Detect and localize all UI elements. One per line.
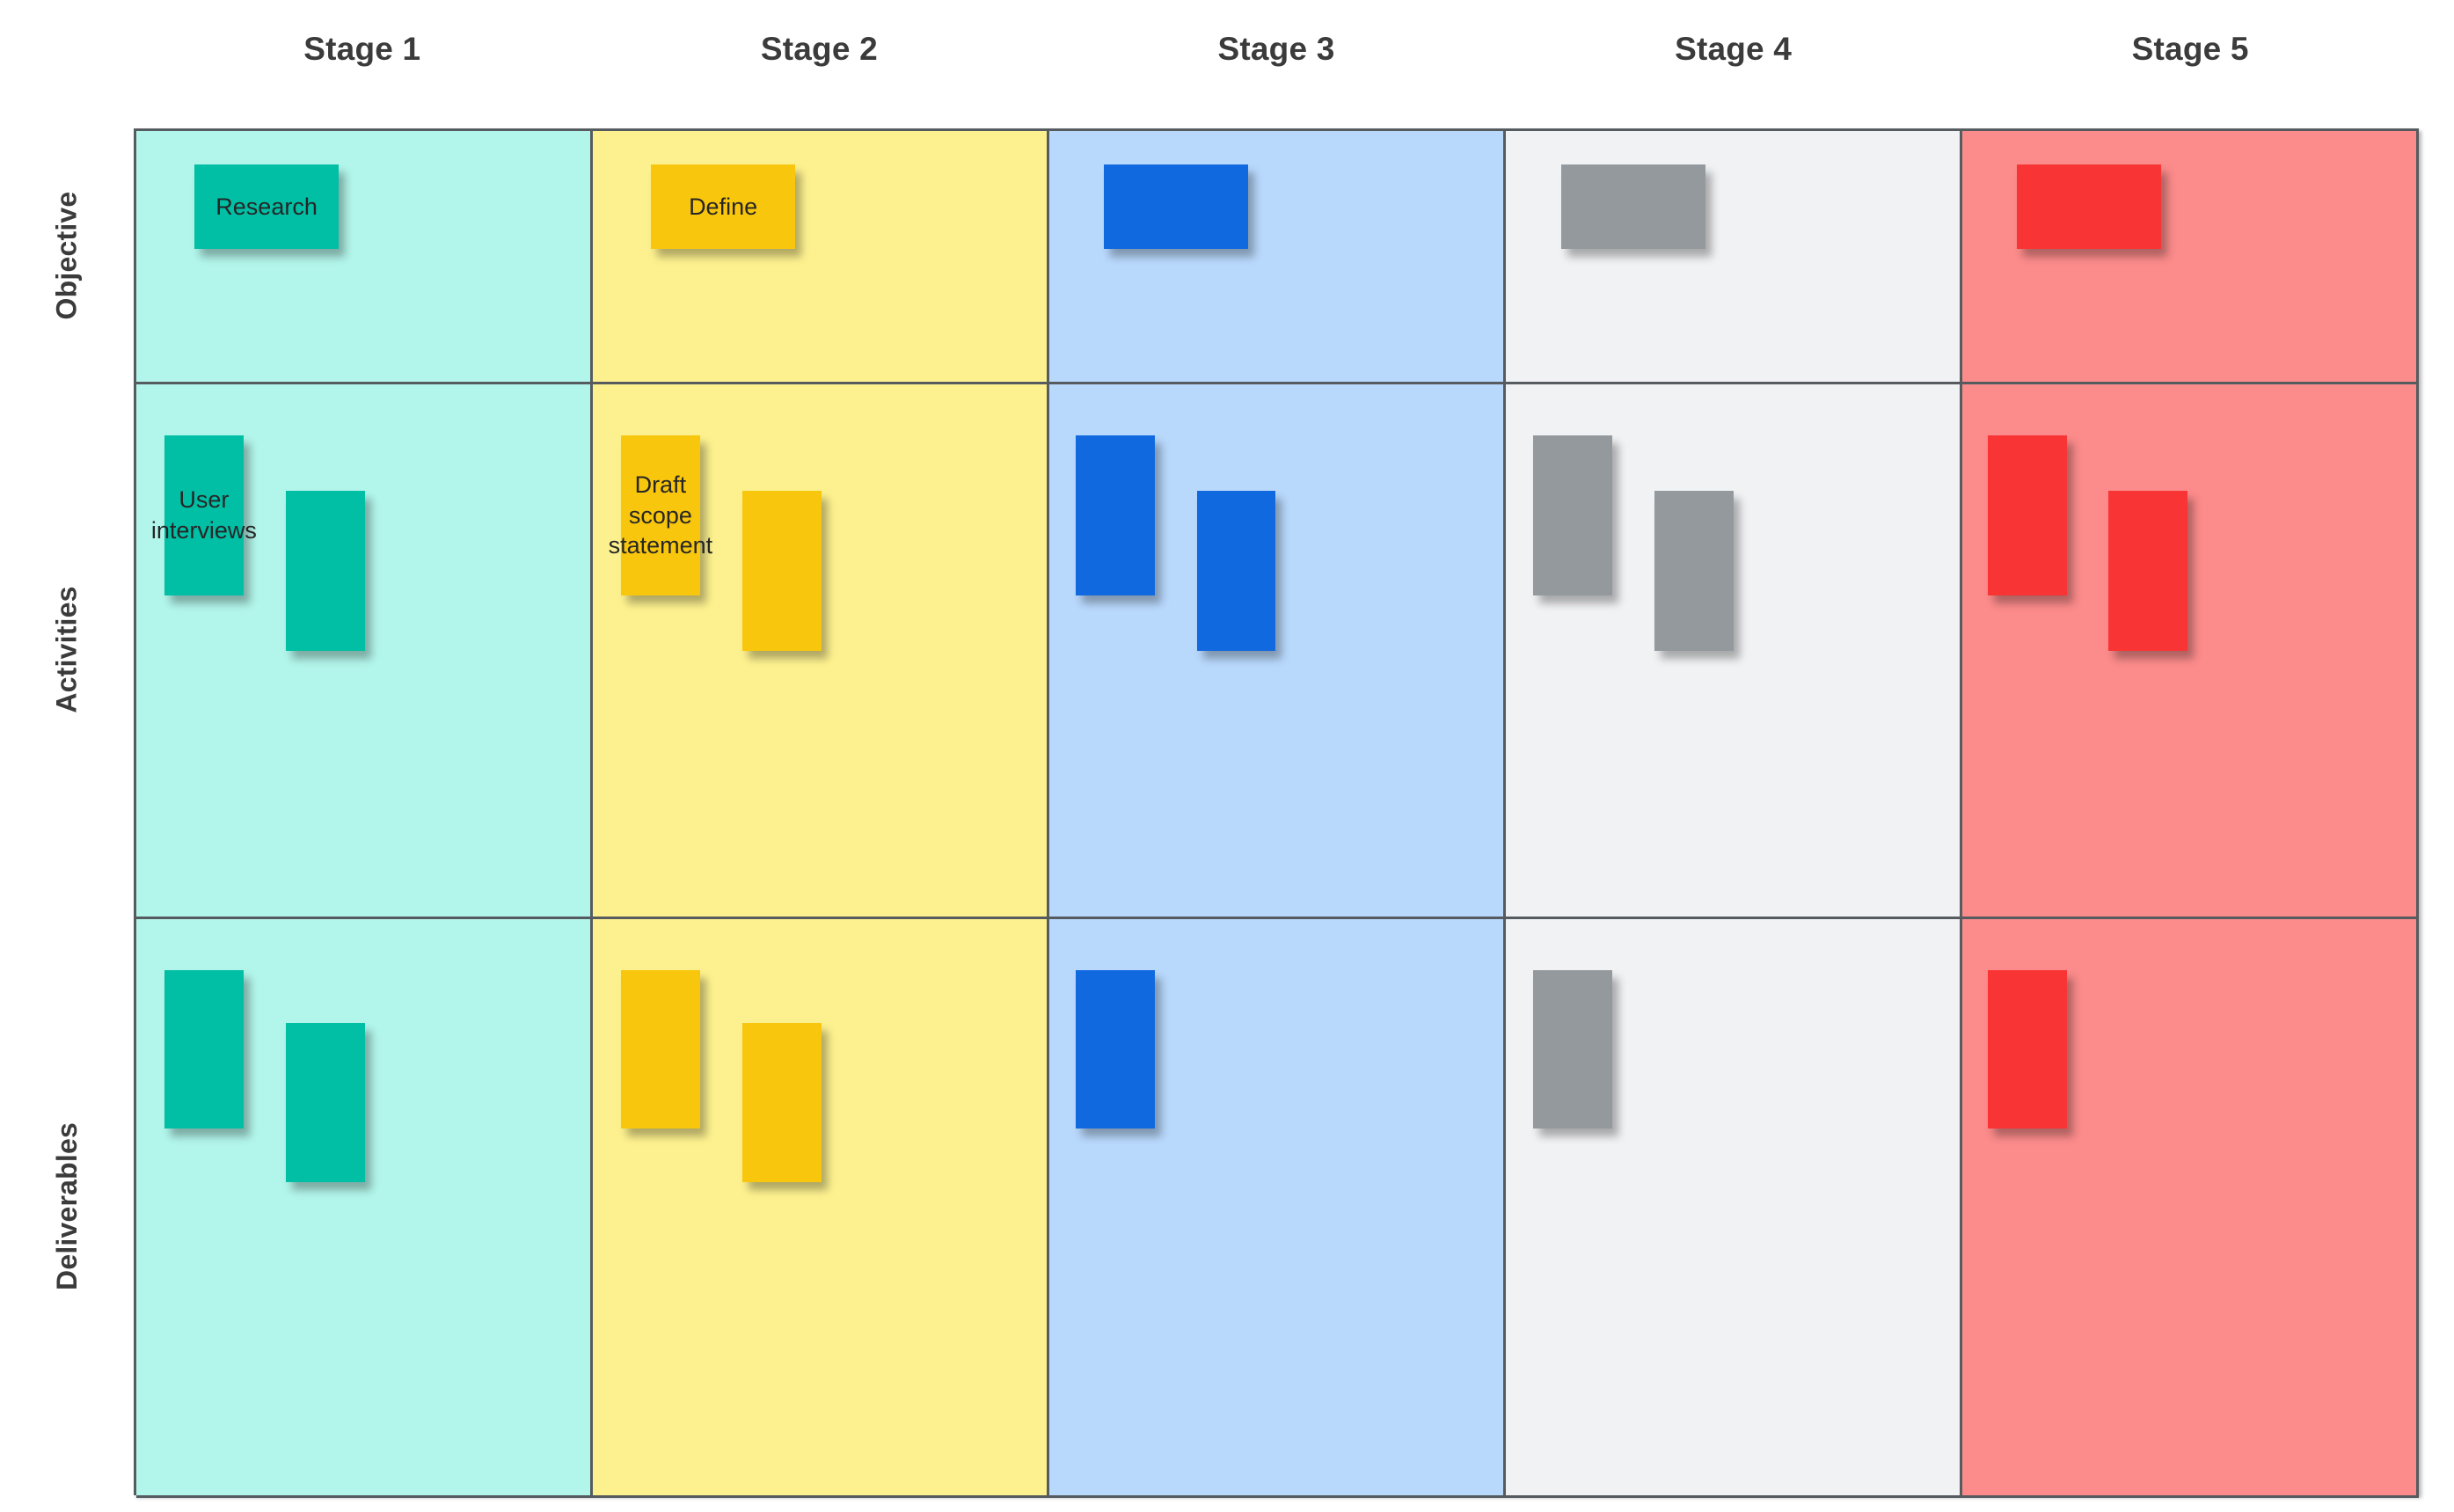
column-header-stage-1: Stage 1	[303, 31, 421, 67]
sticky-note[interactable]	[742, 1022, 822, 1182]
sticky-note-label: Draft scope statement	[608, 471, 713, 559]
sticky-note[interactable]	[1532, 435, 1612, 595]
cell-objective-stage-4[interactable]	[1506, 131, 1962, 384]
cell-activities-stage-4[interactable]	[1506, 384, 1962, 919]
cell-activities-stage-1[interactable]: User interviews	[136, 384, 593, 919]
sticky-note[interactable]	[2016, 164, 2161, 249]
sticky-note[interactable]	[742, 491, 822, 651]
cell-objective-stage-5[interactable]	[1962, 131, 2419, 384]
cell-deliverables-stage-1[interactable]	[136, 919, 593, 1498]
sticky-note[interactable]	[620, 969, 700, 1129]
sticky-note[interactable]	[164, 969, 244, 1129]
sticky-note[interactable]	[1075, 435, 1155, 595]
sticky-note[interactable]: User interviews	[151, 435, 257, 595]
column-header-row: Stage 1 Stage 2 Stage 3 Stage 4 Stage 5	[134, 0, 2419, 128]
sticky-note[interactable]	[1103, 164, 1248, 249]
column-header-stage-4: Stage 4	[1675, 31, 1793, 67]
row-label-text: Objective	[50, 191, 83, 319]
cell-deliverables-stage-5[interactable]	[1962, 919, 2419, 1498]
cell-activities-stage-2[interactable]: Draft scope statement	[593, 384, 1049, 919]
sticky-note-label: User interviews	[150, 486, 257, 544]
sticky-note[interactable]	[2108, 491, 2187, 651]
cell-objective-stage-2[interactable]: Define	[593, 131, 1049, 384]
cell-deliverables-stage-2[interactable]	[593, 919, 1049, 1498]
cell-objective-stage-3[interactable]	[1049, 131, 1506, 384]
sticky-note[interactable]	[1196, 491, 1276, 651]
sticky-note[interactable]: Define	[651, 164, 796, 249]
sticky-note[interactable]: Research	[194, 164, 340, 249]
row-label-text: Deliverables	[50, 1121, 83, 1290]
cell-activities-stage-3[interactable]	[1049, 384, 1506, 919]
cell-deliverables-stage-4[interactable]	[1506, 919, 1962, 1498]
column-header-stage-2: Stage 2	[760, 31, 878, 67]
column-header-stage-5: Stage 5	[2131, 31, 2249, 67]
sticky-note[interactable]	[1532, 969, 1612, 1129]
sticky-note[interactable]	[1987, 969, 2067, 1129]
row-label-text: Activities	[50, 585, 83, 713]
row-label-activities: Activities	[0, 382, 134, 917]
row-label-deliverables: Deliverables	[0, 917, 134, 1495]
sticky-note[interactable]	[286, 491, 366, 651]
sticky-note[interactable]	[1560, 164, 1706, 249]
sticky-note[interactable]	[286, 1022, 366, 1182]
cell-deliverables-stage-3[interactable]	[1049, 919, 1506, 1498]
sticky-note[interactable]	[1987, 435, 2067, 595]
column-header-stage-3: Stage 3	[1217, 31, 1335, 67]
sticky-note[interactable]	[1654, 491, 1735, 651]
sticky-note-label: Research	[215, 193, 318, 220]
cell-activities-stage-5[interactable]	[1962, 384, 2419, 919]
sticky-note-label: Define	[689, 193, 758, 220]
sticky-note[interactable]	[1075, 969, 1155, 1129]
row-label-objective: Objective	[0, 128, 134, 382]
sticky-note[interactable]: Draft scope statement	[609, 435, 712, 595]
cell-objective-stage-1[interactable]: Research	[136, 131, 593, 384]
